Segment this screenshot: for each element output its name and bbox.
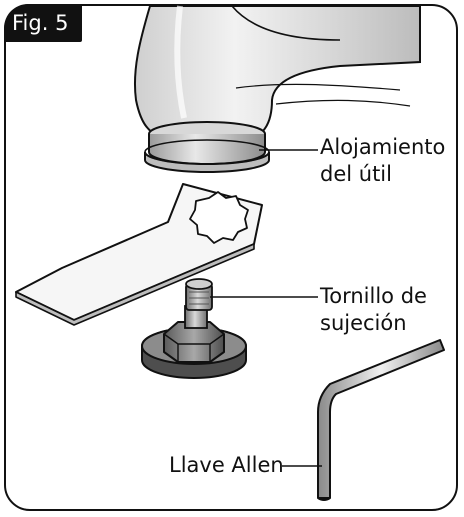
callout-clamping-screw: Tornillo de sujeción — [320, 283, 427, 337]
callout-clamping-screw-line1: Tornillo de — [320, 284, 427, 308]
callout-tool-holder-line2: del útil — [320, 162, 392, 186]
blade — [15, 183, 263, 326]
callout-tool-holder: Alojamiento del útil — [320, 134, 445, 188]
callout-allen-key: Llave Allen — [169, 452, 284, 479]
allen-key — [317, 339, 445, 501]
callout-tool-holder-line1: Alojamiento — [320, 135, 446, 159]
tool-housing — [133, 5, 421, 133]
callout-allen-key-label: Llave Allen — [169, 453, 284, 477]
callout-clamping-screw-line2: sujeción — [320, 311, 407, 335]
tool-holder — [144, 121, 270, 173]
clamping-screw — [141, 278, 247, 379]
figure-label: Fig. 5 — [4, 4, 82, 42]
